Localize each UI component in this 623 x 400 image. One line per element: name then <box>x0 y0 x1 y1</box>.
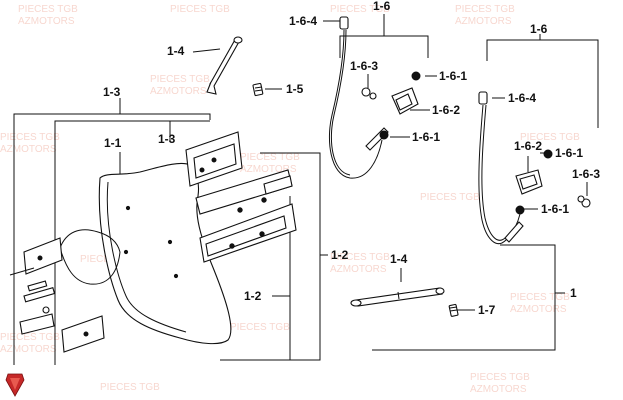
callout-1-4-top: 1-4 <box>167 44 185 58</box>
callout-1-6-3-right: 1-6-3 <box>572 167 600 181</box>
part-bolt-1-7 <box>448 303 459 317</box>
callout-1-6-1-right-a: 1-6-1 <box>555 146 583 160</box>
watermark-line1: PIECES TGB <box>0 132 60 143</box>
watermark-line2: AZMOTORS <box>470 384 527 395</box>
watermark-line1: PIECES TGB <box>18 4 78 15</box>
watermark-line2: AZMOTORS <box>330 264 387 275</box>
callout-1-5: 1-5 <box>286 82 304 96</box>
part-bracket-1-4-bottom <box>350 287 445 307</box>
watermark-line1: PIECES TGB <box>150 74 210 85</box>
part-clamp-1-6-2-right <box>515 149 591 215</box>
callout-1: 1 <box>570 286 577 300</box>
callout-1-6-3-top: 1-6-3 <box>350 59 378 73</box>
watermark-line1: PIECES TGB <box>330 4 390 15</box>
callout-1-6-1-right-b: 1-6-1 <box>541 202 569 216</box>
watermark-layer: PIECES TGB AZMOTORS PIECES TGB PIECES TG… <box>0 4 580 395</box>
watermark-line1: PIECES TGB <box>330 252 390 263</box>
watermark-line2: AZMOTORS <box>240 164 297 175</box>
watermark-line1: PIECES TGB <box>230 322 290 333</box>
watermark-line1: PIECES TGB <box>100 382 160 393</box>
watermark-line1: PIECES TGB <box>420 192 480 203</box>
part-cable-1-6-top <box>328 16 389 179</box>
callout-1-7: 1-7 <box>478 303 496 317</box>
watermark-line1: PIECES TGB <box>240 152 300 163</box>
leader-lines <box>13 14 599 365</box>
watermark-line2: AZMOTORS <box>150 86 207 97</box>
watermark-line1: PIECES TGB <box>455 4 515 15</box>
part-plates-1-3 <box>9 131 297 353</box>
callout-1-6-right: 1-6 <box>530 22 548 36</box>
callout-labels: 1-6-4 1-6 1-4 1-6-3 1-6-1 1-5 1-6-2 1-6-… <box>103 0 600 317</box>
watermark-line2: AZMOTORS <box>0 344 57 355</box>
watermark-line2: AZMOTORS <box>18 16 75 27</box>
watermark-line2: AZMOTORS <box>455 16 512 27</box>
part-clamp-1-6-2-top <box>361 71 421 140</box>
watermark-line1: PIECES TGB <box>520 132 580 143</box>
callout-1-3-inner: 1-3 <box>158 132 176 146</box>
watermark-line1: PIECES TGB <box>510 292 570 303</box>
watermark-line2: AZMOTORS <box>0 144 57 155</box>
part-cable-1-6-right <box>478 91 524 245</box>
part-bracket-1-4-top <box>206 36 243 95</box>
callout-1-6-2-right: 1-6-2 <box>514 139 542 153</box>
watermark-line1: PIECES TGB <box>470 372 530 383</box>
callout-1-6-2-top: 1-6-2 <box>432 103 460 117</box>
callout-1-4-bottom: 1-4 <box>390 252 408 266</box>
watermark-line1: PIECES TGB <box>0 332 60 343</box>
callout-1-6-4-right: 1-6-4 <box>508 91 536 105</box>
callout-1-2-right: 1-2 <box>331 248 349 262</box>
part-bolt-1-5 <box>252 82 264 97</box>
callout-1-6-top: 1-6 <box>373 0 391 13</box>
callout-1-2-left: 1-2 <box>244 289 262 303</box>
callout-1-6-1-top-b: 1-6-1 <box>412 130 440 144</box>
watermark-line2: AZMOTORS <box>510 304 567 315</box>
callout-1-1: 1-1 <box>104 136 122 150</box>
callout-1-3-outer: 1-3 <box>103 85 121 99</box>
brand-logo-icon <box>5 373 25 397</box>
callout-1-6-1-top-a: 1-6-1 <box>439 69 467 83</box>
callout-1-6-4-top: 1-6-4 <box>289 14 317 28</box>
watermark-line1: PIECES TGB <box>170 4 230 15</box>
part-seat-plate-1-1 <box>59 162 232 345</box>
